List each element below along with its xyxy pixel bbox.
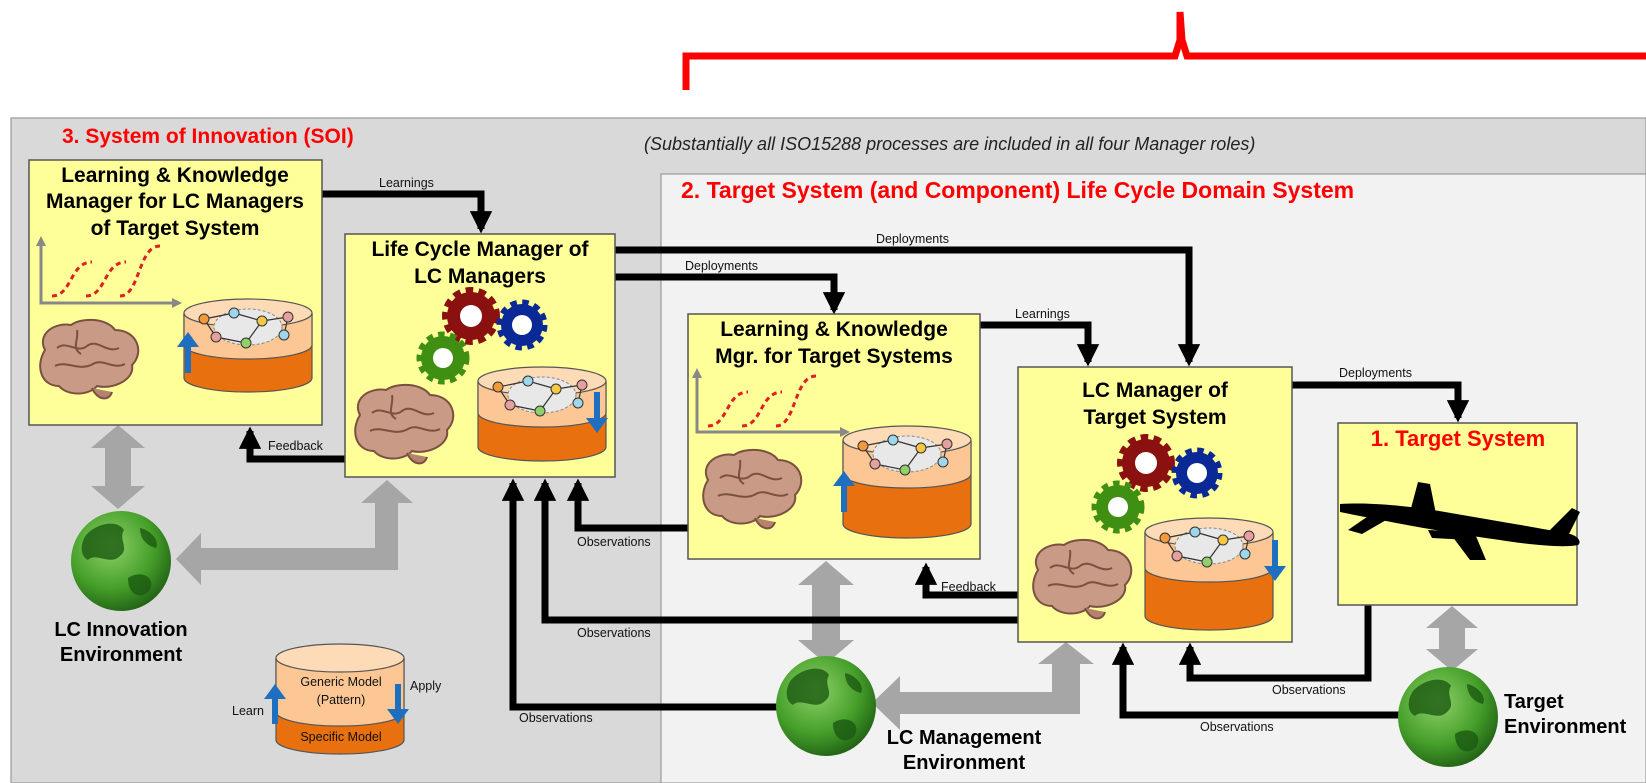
feedback-mid-arrow [914,562,1018,599]
learning-curve-icon [36,236,182,308]
brain-icon [1032,538,1133,620]
deployments-right-arrow [1292,381,1470,423]
management-up-arrow [872,642,1094,730]
flow-arrows [238,190,1470,719]
soi-note: (Substantially all ISO15288 processes ar… [644,134,1255,154]
gear-red-icon [442,287,500,345]
lcm-lc-managers-box: Life Cycle Manager of LC Managers [344,233,616,478]
learnings-mid-label: Learnings [1015,307,1070,321]
domain-title: 2. Target System (and Component) Life Cy… [681,177,1354,203]
observations-3-label: Observations [519,711,593,725]
airplane-icon [1340,482,1580,560]
feedback-left-arrow [238,426,345,463]
soi-title: 3. System of Innovation (SOI) [62,125,354,148]
gear-green-icon [1091,480,1145,534]
lk-target-systems-box: Learning & Knowledge Mgr. for Target Sys… [687,313,981,560]
lk-ts-title-1: Learning & Knowledge [720,318,948,341]
target-env-label-1: Target [1504,691,1564,713]
soi-innovation-arrow [176,480,413,585]
deployments-mid-label: Deployments [685,259,758,273]
feedback-left-label: Feedback [268,439,324,453]
lc-management-env-label-2: Environment [903,752,1026,774]
deployments-upper-arrow [615,246,1201,367]
model-database-icon [477,366,607,462]
legend-learn-arrow-icon [264,684,286,724]
target-system-title: 1. Target System [1371,426,1545,451]
legend-learn-label: Learn [232,704,264,718]
learn-up-arrow-icon [177,332,199,373]
target-link-arrow [1426,606,1478,671]
observations-5-label: Observations [1200,720,1274,734]
management-link-arrow [798,561,854,664]
observations-4-label: Observations [1272,683,1346,697]
observations-1-label: Observations [577,535,651,549]
target-env-label-2: Environment [1504,716,1627,738]
globe-icon [776,656,876,756]
apply-down-arrow-icon [586,392,608,433]
lk-lc-manager-box: Learning & Knowledge Manager for LC Mana… [28,159,323,426]
lk-ts-title-2: Mgr. for Target Systems [715,345,953,368]
model-database-icon [1144,517,1274,631]
gray-arrows [91,425,1478,730]
apply-down-arrow-icon [1264,540,1286,581]
lcm-lcm-title-2: LC Managers [414,265,546,288]
observations-5-arrow [1111,642,1400,719]
learnings-top-arrow [322,190,493,234]
gear-blue-icon [1171,447,1223,499]
learnings-top-label: Learnings [379,176,434,190]
deployments-upper-label: Deployments [876,232,949,246]
target-system-box: 1. Target System [1337,422,1580,606]
learn-up-arrow-icon [833,471,855,512]
legend-generic-2: (Pattern) [317,693,366,707]
observations-2-arrow [533,478,1018,624]
feedback-mid-label: Feedback [941,580,997,594]
learning-curve-icon [692,368,850,437]
observations-4-arrow [1178,605,1372,682]
deployments-mid-arrow [615,273,846,315]
observations-3-arrow [501,478,778,711]
legend-specific: Specific Model [300,730,381,744]
observations-1-arrow [566,478,688,532]
lk-lc-title-3: of Target System [91,217,260,240]
innovation-link-arrow [91,425,145,509]
lc-innovation-env-label-1: LC Innovation [54,619,187,641]
lk-lc-title-1: Learning & Knowledge [61,164,289,187]
legend-apply-arrow-icon [387,684,409,724]
lc-innovation-env-label-2: Environment [60,644,183,666]
deployments-right-label: Deployments [1339,366,1412,380]
lc-management-env-label-1: LC Management [887,727,1042,749]
legend-generic-1: Generic Model [300,675,381,689]
globe-icon [1398,667,1498,767]
brain-icon [39,318,140,400]
lcm-target-system-box: LC Manager of Target System [1017,366,1293,643]
scope-brace [682,11,1646,90]
observations-2-label: Observations [577,626,651,640]
lcm-lcm-title-1: Life Cycle Manager of [371,238,589,261]
brain-icon [702,448,803,530]
flow-labels: Learnings Feedback Deployments Deploymen… [268,176,1412,734]
model-legend: Generic Model (Pattern) Specific Model L… [232,643,442,755]
lk-lc-title-2: Manager for LC Managers [46,190,304,213]
gear-green-icon [416,331,470,385]
model-database-icon [183,298,313,393]
brain-icon [354,383,455,465]
globe-icon [71,511,171,611]
gear-red-icon [1117,434,1175,492]
model-database-icon [842,425,972,539]
lcm-ts-title-2: Target System [1083,406,1226,429]
legend-apply-label: Apply [410,679,442,693]
gear-blue-icon [496,299,548,351]
learnings-mid-arrow [980,321,1100,367]
lcm-ts-title-1: LC Manager of [1082,379,1229,402]
